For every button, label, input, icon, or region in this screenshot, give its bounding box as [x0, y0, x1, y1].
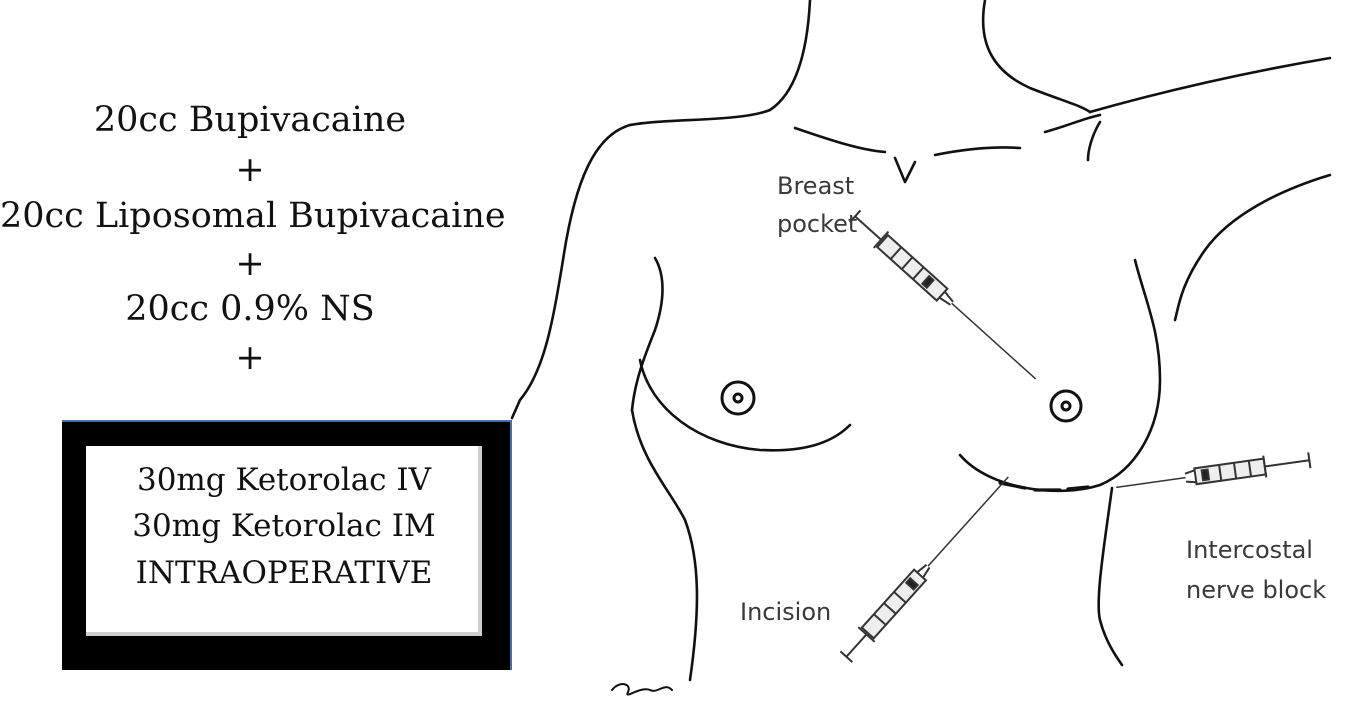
right-breast-outline [960, 260, 1160, 491]
formula-line-liposomal-bupivacaine: 20cc Liposomal Bupivacaine [0, 196, 500, 236]
signature-scribble [612, 684, 672, 694]
neck-right-line [983, 0, 1090, 112]
intercostal-label-line1: Intercostal [1186, 534, 1313, 566]
neck-left-line [630, 0, 810, 125]
left-areola [722, 382, 754, 414]
ketorolac-im-text: 30mg Ketorolac IM [86, 508, 482, 544]
ketorolac-iv-text: 30mg Ketorolac IV [86, 462, 482, 498]
right-shoulder-line [1090, 58, 1330, 112]
right-arm-line [1175, 175, 1330, 320]
incision-syringe [838, 470, 1016, 665]
left-torso-upper [632, 258, 663, 410]
formula-line-normal-saline: 20cc 0.9% NS [0, 289, 500, 329]
formula-plus-1: + [0, 150, 500, 190]
formula-plus-2: + [0, 244, 500, 284]
intraoperative-text: INTRAOPERATIVE [86, 555, 482, 591]
breast-pocket-label-line2: pocket [777, 208, 857, 240]
left-torso-lower [632, 410, 697, 680]
left-nipple [734, 394, 742, 402]
right-clavicle [935, 147, 1020, 155]
breast-pocket-syringe [848, 208, 1043, 387]
right-nipple [1062, 402, 1070, 410]
incision-dashes [1000, 483, 1088, 490]
right-clavicle-outer [1045, 115, 1100, 132]
left-breast-outline [640, 360, 850, 450]
sternal-notch [895, 158, 915, 182]
right-torso-lower [1099, 488, 1122, 665]
incision-label: Incision [740, 596, 831, 628]
left-clavicle [795, 128, 885, 152]
formula-plus-3: + [0, 338, 500, 378]
left-shoulder-line [512, 125, 630, 418]
intercostal-label-line2: nerve block [1186, 574, 1326, 606]
formula-line-bupivacaine: 20cc Bupivacaine [0, 100, 500, 140]
intercostal-syringe [1115, 449, 1311, 498]
breast-pocket-label-line1: Breast [777, 170, 854, 202]
right-areola [1051, 391, 1081, 421]
shoulder-fold [1088, 122, 1100, 160]
